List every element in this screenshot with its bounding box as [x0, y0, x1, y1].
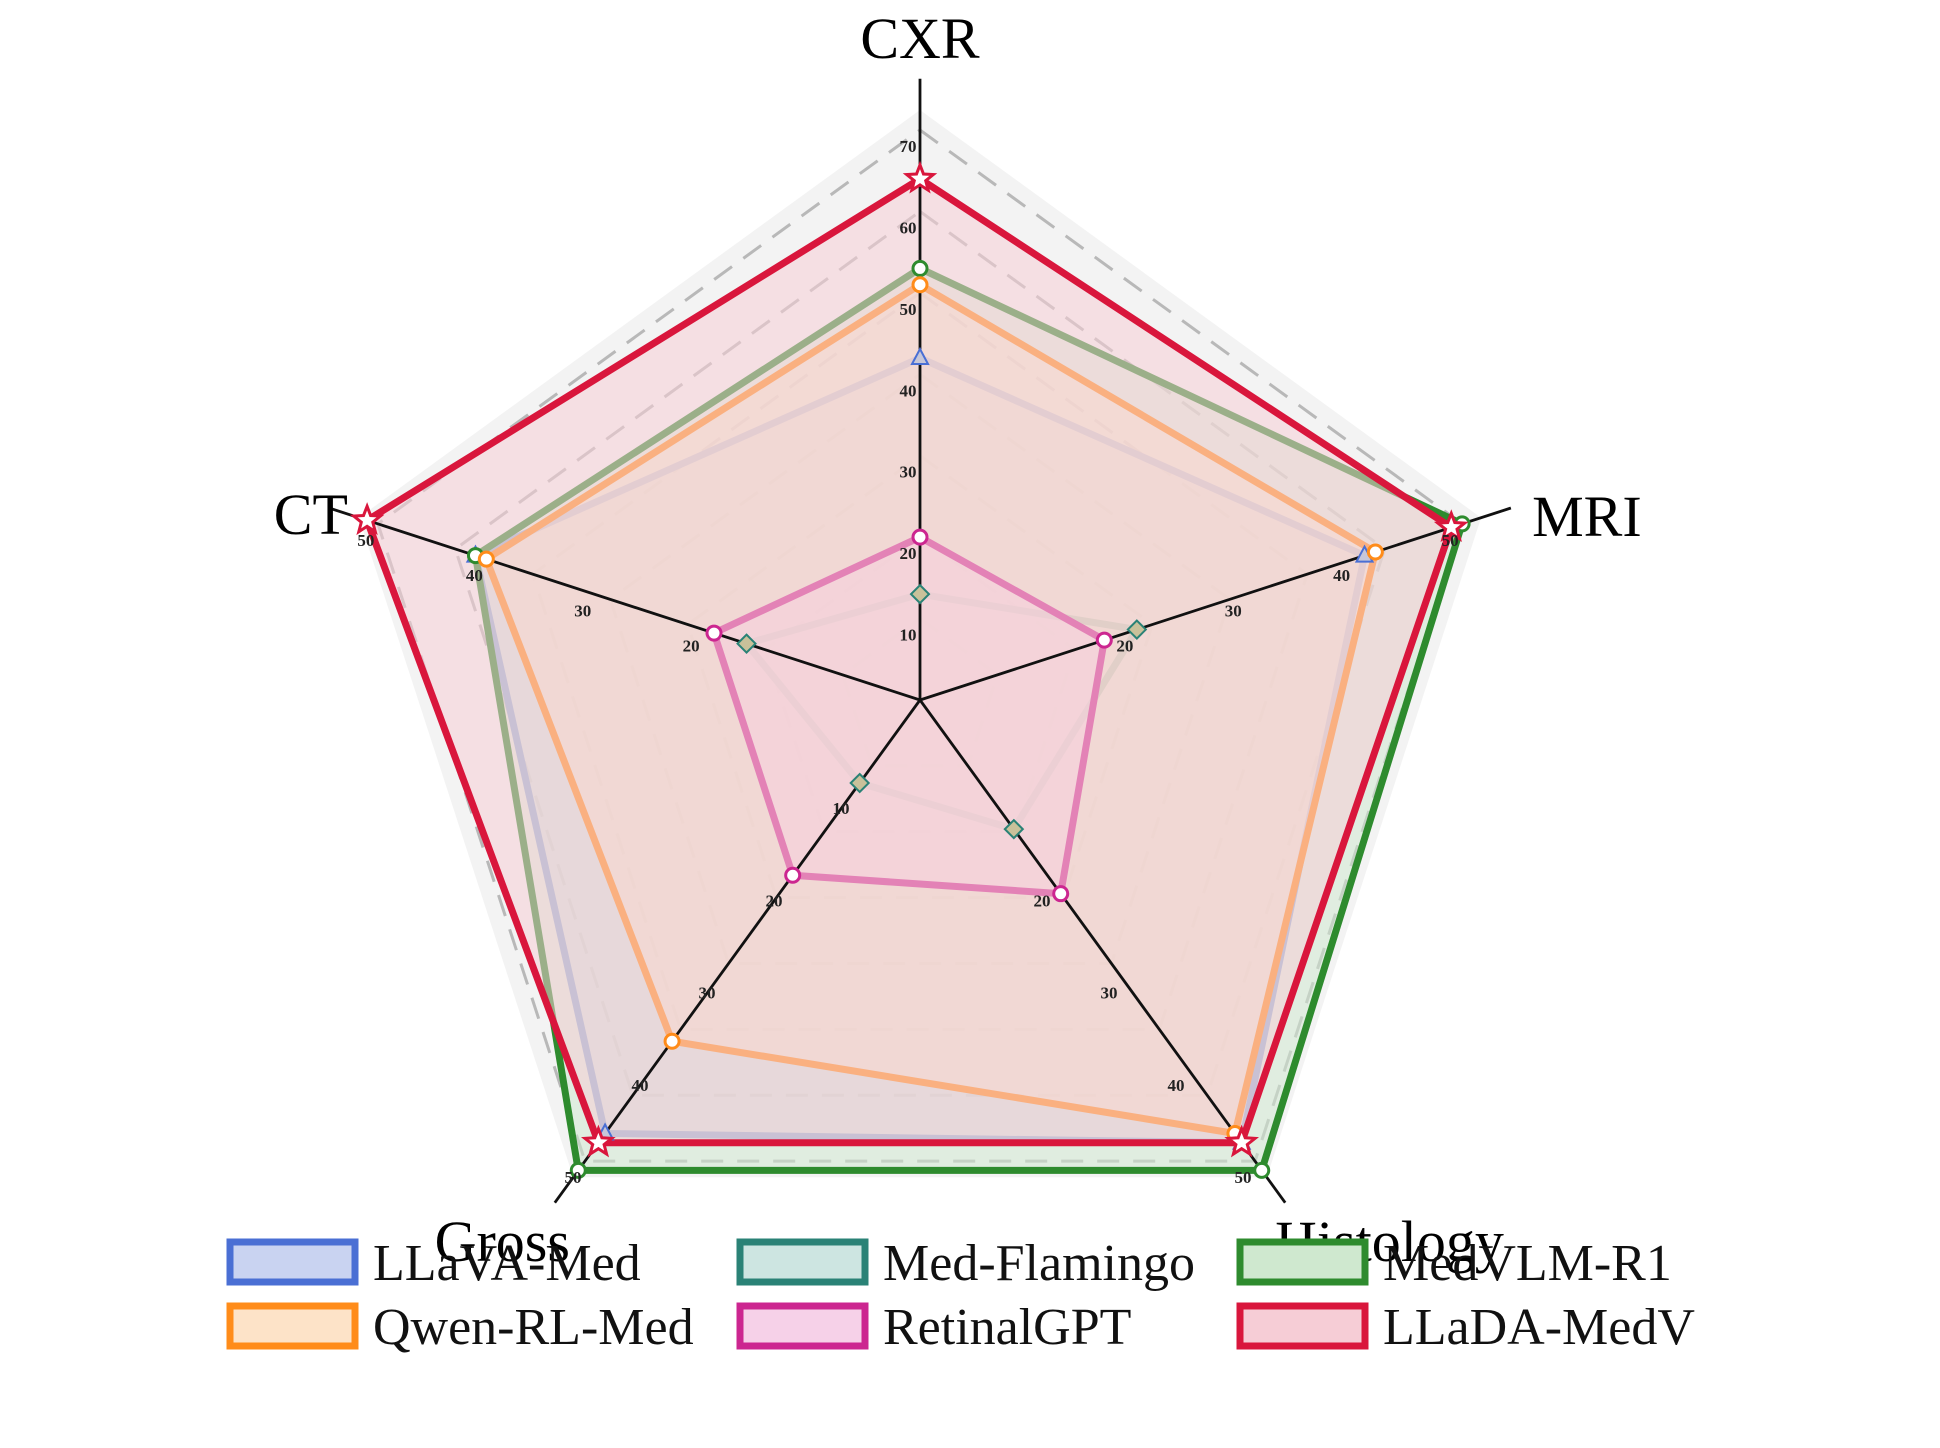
tick-label: 40 [1333, 566, 1350, 585]
tick-label: 30 [574, 601, 591, 620]
marker-point [1253, 1161, 1271, 1179]
marker-point [784, 866, 802, 884]
tick-label: 20 [683, 637, 700, 656]
marker-point [569, 1161, 587, 1179]
tick-label: 50 [357, 531, 374, 550]
tick-label: 40 [631, 1076, 648, 1095]
legend-item: LLaVA-Med [226, 1235, 641, 1292]
marker-point [663, 1032, 681, 1050]
tick-label: 50 [900, 300, 917, 319]
tick-label: 30 [1225, 601, 1242, 620]
spoke-histology [918, 699, 1287, 1204]
axis-title-ct: CT [274, 482, 348, 547]
marker-point [1433, 509, 1469, 543]
tick-label: 30 [900, 463, 917, 482]
legend-label: LLaVA-Med [373, 1235, 641, 1292]
axis-title-gross: Gross [435, 1209, 570, 1274]
marker-point [911, 259, 929, 277]
tick-label: 50 [564, 1168, 581, 1187]
legend-item: MedVLM-R1 [1236, 1235, 1672, 1292]
marker-point [477, 550, 495, 568]
marker-point [1126, 619, 1148, 640]
tick-label: 10 [832, 799, 849, 818]
spoke-ct [328, 506, 921, 702]
legend-swatch [736, 1302, 869, 1350]
axis-title-mri: MRI [1532, 484, 1642, 549]
marker-point [580, 1124, 616, 1158]
tick-label: 30 [698, 984, 715, 1003]
legend-label: Med-Flamingo [883, 1235, 1195, 1292]
radar-markers [349, 160, 1471, 1179]
marker-point [1095, 631, 1113, 649]
marker-point [349, 502, 385, 536]
marker-point [849, 772, 871, 794]
legend-label: LLaDA-MedV [1383, 1299, 1695, 1356]
marker-point [736, 633, 757, 655]
tick-label: 30 [1101, 984, 1118, 1003]
tick-label: 70 [900, 137, 917, 156]
marker-point [911, 528, 929, 546]
legend-swatch [1236, 1302, 1369, 1350]
chart-legend: LLaVA-Med Med-Flamingo MedVLM-R1Qwen-RL-Me… [226, 1235, 1695, 1356]
marker-point [705, 624, 723, 642]
series-llada-medv [362, 174, 1456, 1147]
legend-item: Med-Flamingo [736, 1235, 1195, 1292]
tick-label: 20 [1116, 637, 1133, 656]
tick-label: 50 [1235, 1168, 1252, 1187]
legend-label: MedVLM-R1 [1383, 1235, 1672, 1292]
marker-point [1003, 818, 1025, 840]
radar-tick-labels: 10 20 30 40 50 60 70 20 30 40 50 20 30 40 50 10 20 30 40 50… [357, 137, 1458, 1187]
axis-title-cxr: CXR [860, 6, 980, 71]
tick-label: 60 [900, 218, 917, 237]
tick-label: 50 [1442, 531, 1459, 550]
marker-point [910, 346, 930, 365]
tick-label: 40 [1168, 1076, 1185, 1095]
marker-point [1224, 1124, 1260, 1158]
legend-swatch [226, 1302, 359, 1350]
tick-label: 10 [900, 626, 917, 645]
marker-point [1366, 543, 1384, 561]
spoke-mri [919, 506, 1512, 702]
legend-swatch [736, 1238, 869, 1286]
legend-swatch [1236, 1238, 1369, 1286]
legend-label: Qwen-RL-Med [373, 1299, 694, 1356]
marker-point [909, 583, 931, 605]
legend-item: RetinalGPT [736, 1299, 1131, 1356]
tick-label: 40 [900, 381, 917, 400]
marker-point [902, 160, 938, 194]
legend-swatch [226, 1238, 359, 1286]
tick-label: 20 [765, 891, 782, 910]
marker-point [1052, 885, 1070, 903]
legend-item: LLaDA-MedV [1236, 1299, 1695, 1356]
tick-label: 20 [1034, 891, 1051, 910]
tick-label: 40 [466, 566, 483, 585]
legend-label: RetinalGPT [883, 1299, 1131, 1356]
tick-label: 20 [900, 544, 917, 563]
marker-point [911, 276, 929, 294]
legend-item: Qwen-RL-Med [226, 1299, 694, 1356]
